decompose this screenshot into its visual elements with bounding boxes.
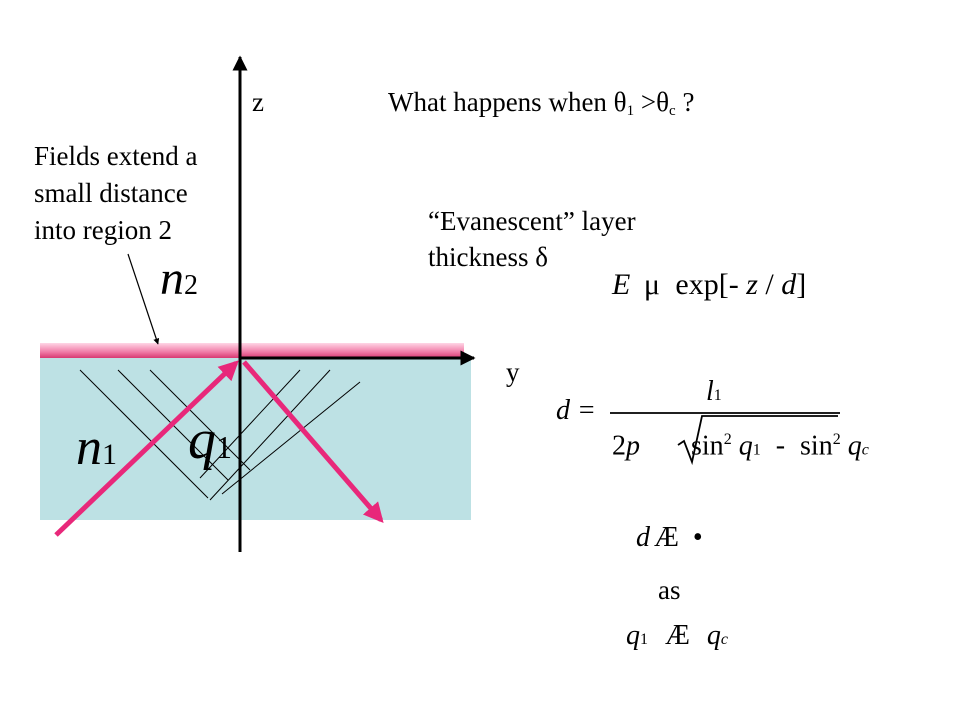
question-mid: >θ (634, 87, 670, 117)
fields-label-line1: Fields extend a (34, 141, 198, 171)
field-decay-equation: E μ exp[- z / d] (612, 268, 807, 301)
question-prefix: What happens when θ (388, 87, 627, 117)
denominator-2p: 22pp (612, 430, 640, 462)
sqrt-sign (677, 415, 838, 466)
evanescent-label-line1: “Evanescent” layer (428, 206, 636, 236)
thickness-equation-numerator: l1 (706, 376, 722, 407)
n1-symbol: n1 (76, 419, 117, 476)
n2-symbol: n2 (160, 252, 198, 305)
thickness-equation-lhs: d = (556, 395, 596, 426)
fields-label-line2: small distance (34, 178, 188, 208)
y-axis-label: y (506, 357, 520, 387)
question-suffix: ? (675, 87, 695, 117)
medium-1-region (40, 358, 471, 520)
theta1-symbol: q1 (188, 409, 232, 471)
fields-pointer-line (127, 253, 160, 345)
question-text: What happens when θ1 >θc ? (388, 86, 694, 127)
z-axis-label: z (252, 87, 264, 117)
incident-ray (54, 360, 239, 537)
evanescent-label-line2: thickness δ (428, 242, 548, 272)
fields-label-line3: into region 2 (34, 215, 172, 245)
evanescent-layer (40, 343, 464, 358)
thickness-equation-denominator: 22pp sin2 q1 - sin2 qc (612, 430, 869, 462)
theta1-subscript: 1 (626, 103, 635, 119)
as-label: as (658, 575, 681, 605)
reflected-ray (242, 360, 384, 524)
angle-limit-equation: q1 Æ qc (626, 620, 729, 651)
thetac-subscript: c (669, 103, 676, 119)
